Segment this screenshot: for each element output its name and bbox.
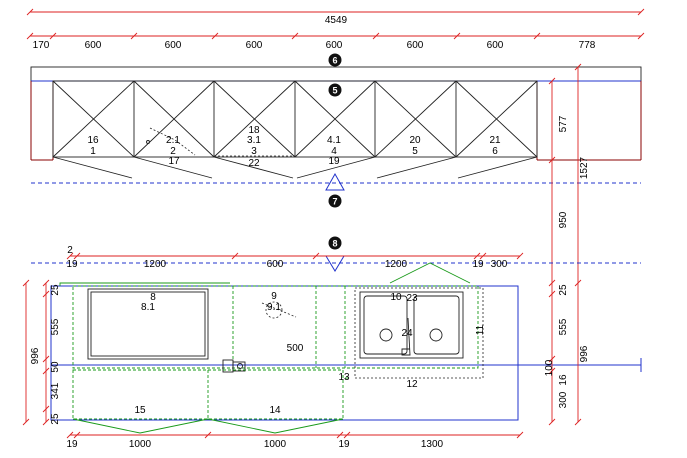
right-dimensions-lower: 25 555 996 100 16 300	[544, 283, 590, 426]
marker-5: 5	[328, 83, 342, 97]
wall-height-dim: 577	[558, 115, 569, 132]
segment-label-0: 170	[33, 40, 50, 51]
segment-label-6: 600	[487, 40, 504, 51]
bottom-dim-19-right: 19	[338, 439, 350, 450]
mid-dim-19-left: 19	[66, 259, 78, 270]
mid-dim-1200-left: 1200	[144, 259, 167, 270]
left-dim-25-top: 25	[50, 284, 61, 296]
plinth-label: 12	[406, 379, 418, 390]
segment-label-2: 600	[165, 40, 182, 51]
hob-sub-label: 9.1	[267, 302, 281, 313]
bottom-dimensions: 19 1000 1000 19 1300	[66, 431, 524, 450]
right-dim-555: 555	[558, 318, 569, 335]
svg-text:6: 6	[332, 56, 337, 66]
hob-label: 9	[271, 291, 277, 302]
mid-dim-300: 300	[491, 259, 508, 270]
left-dim-555: 555	[50, 318, 61, 335]
marker-8: 8	[328, 236, 342, 250]
overall-width-dimension: 4549	[26, 8, 645, 26]
segment-label-5: 600	[407, 40, 424, 51]
mid-dim-1200-right: 1200	[385, 259, 408, 270]
right-dim-25: 25	[558, 284, 569, 296]
svg-text:7: 7	[332, 197, 337, 207]
wall-unit-5-top: 20	[409, 135, 421, 146]
section-line-upper	[31, 172, 641, 191]
segment-dimensions: 170 600 600 600 600 600 600 778	[26, 32, 645, 51]
sink-cab-label: 8	[150, 292, 156, 303]
left-dim-50: 50	[50, 361, 61, 373]
corner-label: 13	[338, 372, 350, 383]
wall-unit-3-top: 18	[248, 125, 260, 136]
wall-unit-4-bottom: 4	[331, 146, 337, 157]
segment-label-1: 600	[85, 40, 102, 51]
right-dimensions-upper: 577 1527 950	[548, 63, 590, 287]
base-left-label: 15	[134, 405, 146, 416]
gap-dim: 950	[558, 211, 569, 228]
sink-cab-sub-label: 8.1	[141, 302, 155, 313]
right-dim-16: 16	[558, 374, 569, 386]
wall-unit-3-bottom: 3	[251, 146, 257, 157]
wall-unit-6-bottom: 6	[492, 146, 498, 157]
segment-label-7: 778	[579, 40, 596, 51]
left-dim-25-bottom: 25	[50, 413, 61, 425]
svg-text:5: 5	[332, 86, 337, 96]
left-dim-996: 996	[30, 347, 41, 364]
svg-text:8: 8	[332, 239, 337, 249]
marker-6: 6	[328, 53, 342, 67]
wall-unit-2-top: 2.1	[166, 135, 180, 146]
base-plan	[50, 262, 642, 434]
overall-width-label: 4549	[325, 15, 348, 26]
depth-label: 500	[287, 343, 304, 354]
right-dim-100: 100	[544, 359, 555, 376]
wall-unit-5-bottom: 5	[412, 146, 418, 157]
bottom-dim-1300: 1300	[421, 439, 444, 450]
wall-unit-1-top: 16	[87, 135, 99, 146]
mid-dim-600: 600	[267, 259, 284, 270]
sink-label: 10	[390, 292, 402, 303]
sink-sub-label: 23	[406, 293, 418, 304]
segment-label-4: 600	[326, 40, 343, 51]
wall-unit-4-top: 4.1	[327, 135, 341, 146]
bottom-dim-1000-left: 1000	[129, 439, 152, 450]
base-mid-label: 14	[269, 405, 281, 416]
marker-7: 7	[328, 194, 342, 208]
base-plan-labels: 8 8.1 9 9.1 500 10 23 24 11 12 13 15 14	[134, 291, 486, 416]
wall-unit-1-bottom: 1	[90, 146, 96, 157]
segment-label-3: 600	[246, 40, 263, 51]
wall-sub-22: 22	[248, 158, 260, 169]
left-dimensions: 25 555 996 50 341 25	[22, 279, 61, 426]
total-height-dim: 1527	[579, 156, 590, 179]
mid-dimensions: 2 19 1200 600 1200 19 300	[66, 245, 524, 270]
bottom-dim-19-left: 19	[66, 439, 78, 450]
wall-units	[52, 80, 538, 179]
wall-sub-17: 17	[168, 156, 180, 167]
right-dim-996: 996	[579, 345, 590, 362]
right-dim-300: 300	[558, 391, 569, 408]
mid-dim-19-right: 19	[472, 259, 484, 270]
side-label: 11	[475, 324, 486, 335]
left-dim-341: 341	[50, 382, 61, 399]
section-line-lower	[31, 255, 641, 272]
wall-unit-3-mid: 3.1	[247, 135, 261, 146]
wall-unit-6-top: 21	[489, 135, 501, 146]
left-label-2: 2	[67, 245, 73, 256]
tap-label: 24	[401, 328, 413, 339]
wall-unit-2-bottom: 2	[170, 146, 176, 157]
wall-sub-19: 19	[328, 156, 340, 167]
wall-unit-labels: 16 1 2.1 2 18 3.1 3 4.1 4 20 5 21 6 17 2…	[87, 125, 501, 169]
bottom-dim-1000-right: 1000	[264, 439, 287, 450]
